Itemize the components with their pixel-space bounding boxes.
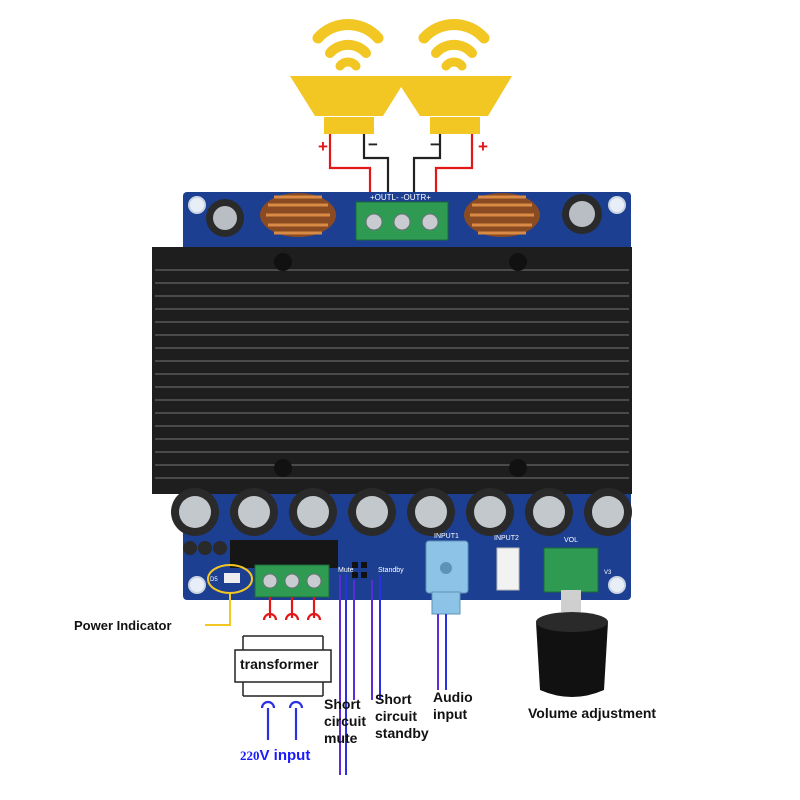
volume-pot [536, 547, 608, 697]
standby-line-1: Short [375, 691, 412, 707]
input-220-text: V input [259, 747, 311, 764]
audio-input-label: Audio input [433, 689, 473, 723]
d5-silkscreen: D5 [210, 577, 218, 583]
speaker-wires [328, 134, 474, 195]
audio-line-1: Audio [433, 689, 473, 705]
standby-line-3: standby [375, 725, 429, 741]
right-minus-sign: − [430, 135, 440, 154]
input-220-number: 220 [240, 748, 260, 763]
mute-line-1: Short [324, 696, 361, 712]
top-capacitors [206, 194, 602, 237]
short-circuit-mute-label: Short circuit mute [324, 696, 366, 747]
v3-silkscreen: V3 [604, 570, 612, 576]
electrolytic-capacitor [466, 488, 514, 536]
output-silkscreen: +OUTL- -OUTR+ [370, 193, 431, 202]
left-minus-sign: − [368, 135, 378, 154]
audio-jack [425, 540, 469, 615]
inductor-right [464, 193, 540, 237]
small-capacitors [183, 541, 227, 555]
electrolytic-capacitor [584, 488, 632, 536]
electrolytic-capacitor [348, 488, 396, 536]
power-terminal [254, 564, 330, 598]
right-plus-sign: + [478, 137, 488, 156]
electrolytic-capacitor [525, 488, 573, 536]
mute-wires [339, 575, 355, 775]
black-block [230, 540, 338, 568]
speaker-left-icon [290, 19, 408, 134]
left-plus-sign: + [318, 137, 328, 156]
input2-silkscreen: INPUT2 [494, 535, 519, 542]
audio-line-2: input [433, 706, 468, 722]
heatsink [152, 247, 632, 494]
input-220v-label: 220V input [240, 747, 310, 764]
jumper-header [352, 562, 367, 578]
standby-wires [371, 575, 381, 700]
input1-silkscreen: INPUT1 [434, 533, 459, 540]
transformer-box [234, 649, 332, 683]
speaker-right-icon [394, 19, 512, 134]
mute-silkscreen: Mute [338, 567, 354, 574]
vol-silkscreen: VOL [564, 537, 578, 544]
standby-silkscreen: Standby [378, 567, 404, 574]
electrolytic-capacitor [171, 488, 219, 536]
electrolytic-capacitor [407, 488, 455, 536]
mute-line-2: circuit [324, 713, 367, 729]
power-indicator-label: Power Indicator [74, 618, 172, 633]
audio-wires [437, 614, 447, 690]
mute-line-3: mute [324, 730, 358, 746]
power-led [224, 573, 240, 583]
electrolytic-capacitor [289, 488, 337, 536]
input2-connector [496, 547, 520, 591]
transformer-label: transformer [240, 656, 319, 672]
inductor-left [260, 193, 336, 237]
capacitor-row [171, 488, 632, 536]
standby-line-2: circuit [375, 708, 418, 724]
electrolytic-capacitor [230, 488, 278, 536]
volume-adjustment-label: Volume adjustment [528, 705, 657, 721]
transformer-frame [242, 635, 324, 697]
transformer-leads [262, 597, 322, 621]
power-indicator-line [205, 593, 231, 626]
output-terminal [355, 201, 449, 241]
short-circuit-standby-label: Short circuit standby [375, 691, 429, 742]
mains-leads [260, 700, 304, 740]
mounting-holes [188, 196, 626, 594]
